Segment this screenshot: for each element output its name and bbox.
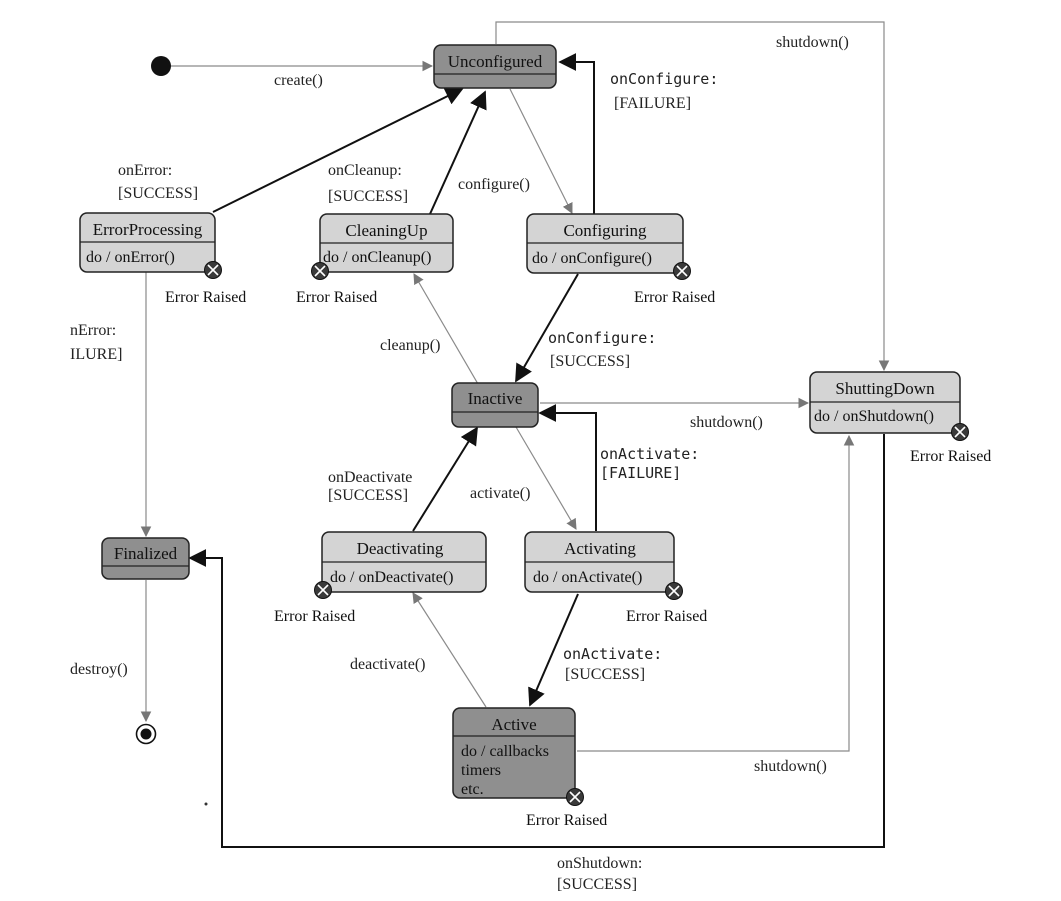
state-title: Active (491, 715, 536, 734)
state-inactive[interactable]: Inactive (451, 382, 539, 428)
error-raised-label: Error Raised (274, 608, 355, 625)
label-activate-failure-event: onActivate: (600, 445, 699, 463)
state-deactivating[interactable]: Deactivating do / onDeactivate() (313, 531, 487, 600)
state-action: do / onCleanup() (323, 249, 431, 266)
state-cleaning-up[interactable]: CleaningUp do / onCleanup() (310, 213, 454, 281)
label-error-failure-guard: ILURE] (70, 346, 122, 363)
error-exit-icon (565, 787, 585, 807)
state-title: Activating (564, 539, 636, 558)
label-destroy: destroy() (70, 661, 128, 678)
label-cleanup-success-guard: [SUCCESS] (328, 188, 408, 205)
error-exit-icon (313, 580, 333, 600)
label-deactivate-success-event: onDeactivate (328, 469, 412, 486)
label-create: create() (274, 72, 323, 89)
state-configuring[interactable]: Configuring do / onConfigure() (526, 213, 692, 281)
label-cleanup-success-event: onCleanup: (328, 162, 402, 179)
state-action-line: etc. (461, 781, 484, 798)
error-raised-label: Error Raised (634, 289, 715, 306)
state-title: Unconfigured (448, 52, 543, 71)
label-cleanup: cleanup() (380, 337, 440, 354)
state-action: do / onDeactivate() (330, 569, 454, 586)
label-configure-failure-guard: [FAILURE] (614, 95, 691, 112)
state-title: Configuring (563, 221, 647, 240)
final-node (135, 723, 157, 745)
label-shutdown-inactive: shutdown() (690, 414, 763, 431)
label-configure-success-guard: [SUCCESS] (550, 353, 630, 370)
label-deactivate-success-guard: [SUCCESS] (328, 487, 408, 504)
edge-deactivate-success[interactable] (412, 426, 478, 532)
error-labels: Error Raised Error Raised Error Raised E… (165, 289, 991, 829)
error-raised-label: Error Raised (165, 289, 246, 306)
edge-shutdown-active[interactable] (577, 434, 855, 752)
edge-activate[interactable] (515, 426, 577, 530)
state-active[interactable]: Active do / callbacks timers etc. (452, 707, 585, 807)
state-action: do / onError() (86, 249, 175, 266)
label-shutdown-top: shutdown() (776, 34, 849, 51)
error-exit-icon (203, 260, 223, 280)
label-activate-success-guard: [SUCCESS] (565, 666, 645, 683)
label-error-failure-event: nError: (70, 322, 116, 339)
state-title: Inactive (468, 389, 523, 408)
error-exit-icon (672, 261, 692, 281)
label-error-success-event: onError: (118, 162, 172, 179)
state-shutting-down[interactable]: ShuttingDown do / onShutdown() (809, 371, 970, 442)
label-activate: activate() (470, 485, 530, 502)
label-shutdown-success-guard: [SUCCESS] (557, 876, 637, 893)
edge-deactivate[interactable] (412, 592, 487, 708)
error-exit-icon (664, 581, 684, 601)
state-action: do / onActivate() (533, 569, 642, 586)
state-action-line: do / callbacks (461, 743, 549, 760)
edge-configure-success[interactable] (515, 273, 579, 383)
label-shutdown-success-event: onShutdown: (557, 855, 642, 872)
state-title: ErrorProcessing (93, 220, 203, 239)
error-exit-icon (950, 422, 970, 442)
state-action: do / onShutdown() (814, 408, 934, 425)
label-deactivate: deactivate() (350, 656, 426, 673)
state-activating[interactable]: Activating do / onActivate() (524, 531, 684, 601)
error-raised-label: Error Raised (626, 608, 707, 625)
state-unconfigured[interactable]: Unconfigured (433, 44, 557, 89)
state-title: CleaningUp (345, 221, 427, 240)
transitions (140, 21, 890, 848)
state-error-processing[interactable]: ErrorProcessing do / onError() (79, 212, 223, 280)
error-exit-icon (310, 261, 330, 281)
state-action-line: timers (461, 762, 501, 779)
edge-activate-failure[interactable] (538, 404, 597, 531)
label-activate-failure-guard: [FAILURE] (600, 464, 681, 482)
edge-activate-success[interactable] (528, 593, 579, 707)
edge-configure[interactable] (509, 88, 573, 214)
edge-shutdown-top (495, 21, 890, 372)
label-configure: configure() (458, 176, 530, 193)
state-title: ShuttingDown (835, 379, 935, 398)
error-raised-label: Error Raised (910, 448, 991, 465)
state-title: Deactivating (357, 539, 444, 558)
state-finalized[interactable]: Finalized (101, 537, 190, 580)
error-raised-label: Error Raised (526, 812, 607, 829)
edge-cleanup[interactable] (413, 273, 479, 385)
label-configure-failure-event: onConfigure: (610, 70, 718, 88)
edge-error-success[interactable] (212, 88, 464, 213)
label-activate-success-event: onActivate: (563, 645, 662, 663)
edge-configure-failure[interactable] (558, 53, 595, 214)
stray-dot (204, 802, 208, 806)
label-shutdown-active: shutdown() (754, 758, 827, 775)
transition-labels: create() shutdown() onConfigure: [FAILUR… (70, 34, 849, 893)
error-raised-label: Error Raised (296, 289, 377, 306)
state-action: do / onConfigure() (532, 250, 652, 267)
edge-shutdown-success[interactable] (188, 434, 885, 848)
state-title: Finalized (114, 544, 178, 563)
initial-node (151, 56, 171, 76)
label-configure-success-event: onConfigure: (548, 329, 656, 347)
label-error-success-guard: [SUCCESS] (118, 185, 198, 202)
edge-cleanup-success[interactable] (429, 90, 487, 215)
